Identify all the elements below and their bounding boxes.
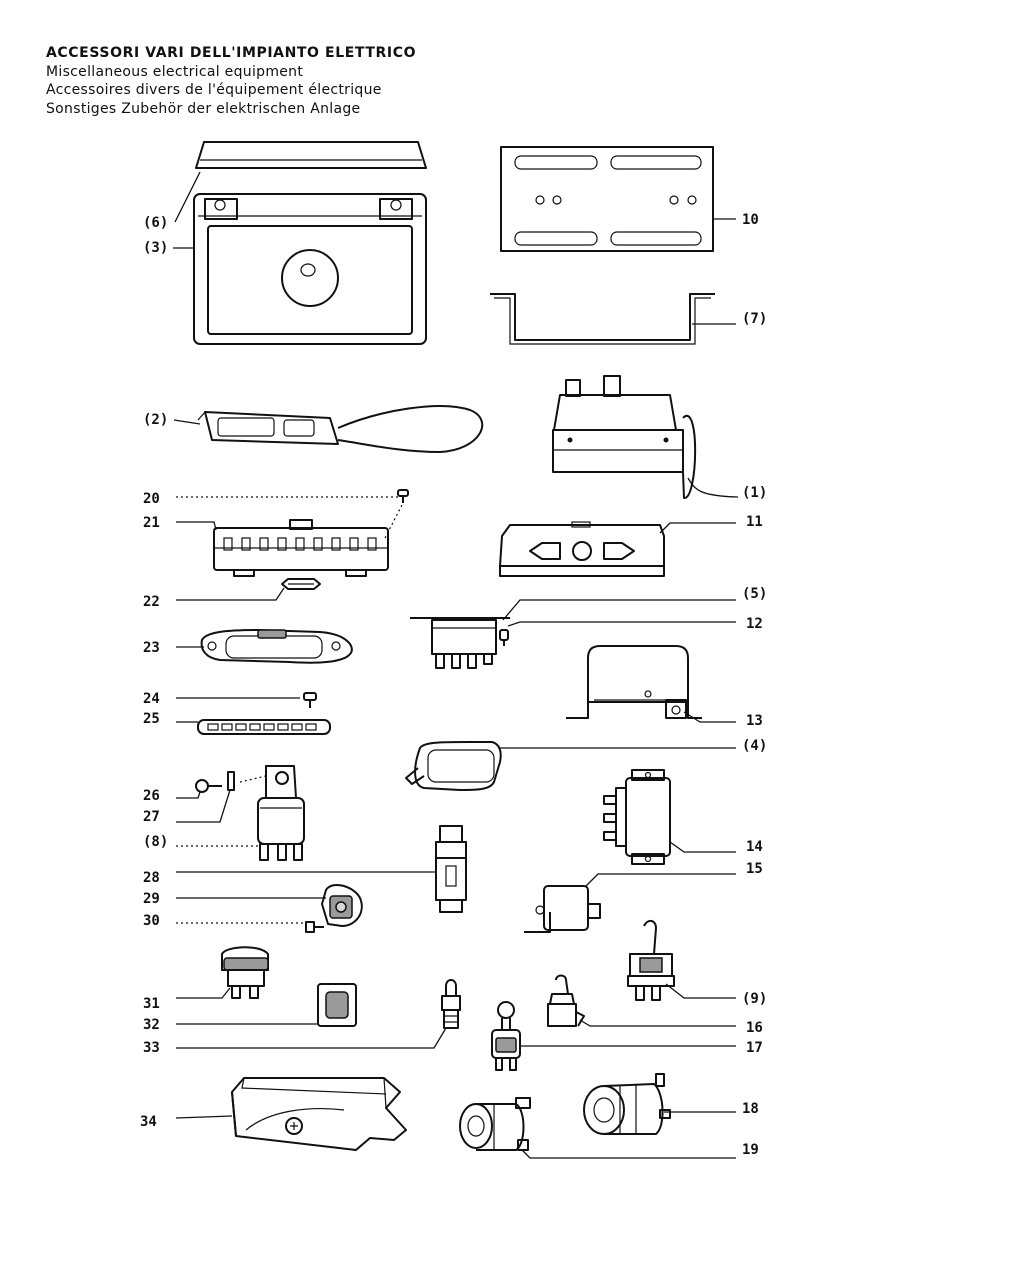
label-5: (5) bbox=[742, 586, 767, 602]
bezel-drawing bbox=[317, 983, 357, 1027]
socket-screw-drawing bbox=[305, 921, 324, 933]
label-25: 25 bbox=[143, 711, 160, 727]
label-14: 14 bbox=[746, 839, 763, 855]
push-switch-drawing bbox=[459, 1097, 531, 1151]
lamp-socket-drawing bbox=[321, 883, 363, 927]
label-10: 10 bbox=[742, 212, 759, 228]
leader-14 bbox=[669, 841, 736, 853]
battery-cover-drawing bbox=[195, 141, 427, 169]
label-26: 26 bbox=[143, 788, 160, 804]
label-22: 22 bbox=[143, 594, 160, 610]
label-2: (2) bbox=[143, 412, 168, 428]
label-23: 23 bbox=[143, 640, 160, 656]
label-33: 33 bbox=[143, 1040, 160, 1056]
regulator-screw-drawing bbox=[499, 629, 509, 646]
leader-5 bbox=[502, 599, 736, 621]
leader-12 bbox=[507, 621, 736, 627]
ignition-switch-drawing bbox=[627, 920, 675, 1001]
pressure-switch-drawing bbox=[441, 979, 461, 1029]
label-7: (7) bbox=[742, 311, 767, 327]
label-28: 28 bbox=[143, 870, 160, 886]
regulator-cover-drawing bbox=[566, 645, 702, 719]
flasher-washer-drawing bbox=[227, 771, 235, 791]
label-4: (4) bbox=[742, 738, 767, 754]
flasher-unit-drawing bbox=[257, 765, 305, 861]
label-30: 30 bbox=[143, 913, 160, 929]
leader-34 bbox=[175, 1115, 233, 1119]
title-french: Accessoires divers de l'équipement élect… bbox=[46, 82, 382, 98]
leader-9 bbox=[665, 983, 736, 999]
brake-switch-drawing bbox=[435, 825, 467, 913]
leader-33 bbox=[176, 1027, 447, 1049]
label-32: 32 bbox=[143, 1017, 160, 1033]
label-27: 27 bbox=[143, 809, 160, 825]
leader-11 bbox=[659, 522, 736, 534]
leader-16 bbox=[579, 1019, 736, 1027]
label-20: 20 bbox=[143, 491, 160, 507]
horn-drawing bbox=[552, 375, 697, 499]
label-11: 11 bbox=[746, 514, 763, 530]
label-3: (3) bbox=[143, 240, 168, 256]
terminal-screw-drawing bbox=[303, 692, 317, 708]
interior-lamp-drawing bbox=[405, 741, 502, 791]
flasher-screw-guide bbox=[239, 775, 267, 783]
warning-light-panel-drawing bbox=[499, 521, 665, 577]
battery-strap-drawing bbox=[197, 405, 484, 453]
leader-15 bbox=[585, 873, 736, 887]
screw-guide bbox=[384, 504, 403, 539]
flasher-screw-drawing bbox=[195, 779, 222, 793]
voltage-regulator-drawing bbox=[410, 617, 510, 669]
leader-19 bbox=[521, 1149, 736, 1159]
fuse-box-screw-drawing bbox=[397, 489, 409, 503]
label-29: 29 bbox=[143, 891, 160, 907]
light-switch-drawing bbox=[583, 1073, 671, 1135]
relay-drawing bbox=[603, 769, 671, 865]
terminal-strip-drawing bbox=[197, 719, 331, 735]
leader-13 bbox=[683, 711, 736, 723]
label-16: 16 bbox=[746, 1020, 763, 1036]
label-12: 12 bbox=[746, 616, 763, 632]
label-17: 17 bbox=[746, 1040, 763, 1056]
battery-plate-drawing bbox=[500, 146, 714, 252]
fuse-drawing bbox=[281, 578, 321, 590]
title-english: Miscellaneous electrical equipment bbox=[46, 64, 304, 80]
battery-bracket-drawing bbox=[490, 293, 715, 341]
title-italian: ACCESSORI VARI DELL'IMPIANTO ELETTRICO bbox=[46, 45, 417, 61]
console-drawing bbox=[231, 1077, 407, 1151]
label-34: 34 bbox=[140, 1114, 157, 1130]
leader-6 bbox=[174, 171, 201, 223]
label-24: 24 bbox=[143, 691, 160, 707]
label-13: 13 bbox=[746, 713, 763, 729]
fuse-box-drawing bbox=[213, 519, 389, 577]
label-19: 19 bbox=[742, 1142, 759, 1158]
battery-drawing bbox=[193, 193, 427, 345]
rocker-switch-drawing bbox=[221, 946, 269, 999]
leader-31 bbox=[176, 987, 231, 999]
leader-26 bbox=[176, 791, 201, 799]
leader-22 bbox=[176, 587, 285, 601]
leader-1 bbox=[687, 477, 739, 498]
label-31: 31 bbox=[143, 996, 160, 1012]
leader-27 bbox=[176, 789, 231, 823]
battery-bracket-edge bbox=[494, 297, 711, 345]
toggle-switch-drawing bbox=[547, 974, 585, 1027]
label-8: (8) bbox=[143, 834, 168, 850]
label-21: 21 bbox=[143, 515, 160, 531]
label-18: 18 bbox=[742, 1101, 759, 1117]
ignition-relay-drawing bbox=[524, 885, 601, 933]
label-15: 15 bbox=[746, 861, 763, 877]
label-1: (1) bbox=[742, 485, 767, 501]
label-6: (6) bbox=[143, 215, 168, 231]
leader-21 bbox=[176, 521, 217, 531]
label-9: (9) bbox=[742, 991, 767, 1007]
title-german: Sonstiges Zubehör der elektrischen Anlag… bbox=[46, 101, 361, 117]
leader-2 bbox=[173, 419, 201, 425]
key-switch-drawing bbox=[491, 1001, 521, 1071]
lamp-cover-drawing bbox=[200, 629, 353, 664]
